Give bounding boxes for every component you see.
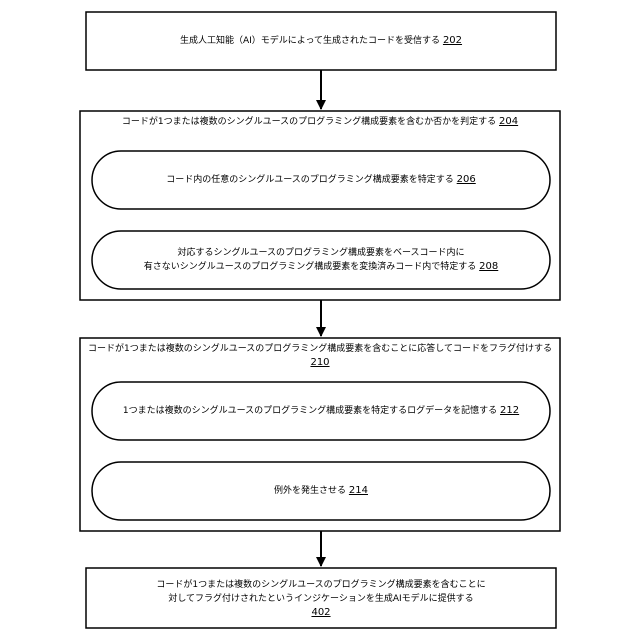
step-210-text: コードが1つまたは複数のシングルユースのプログラミング構成要素を含むことに応答し…: [80, 342, 560, 356]
step-214-label: 例外を発生させる 214: [92, 484, 550, 498]
step-212-text: 1つまたは複数のシングルユースのプログラミング構成要素を特定するログデータを記憶…: [123, 406, 497, 416]
step-208-label: 対応するシングルユースのプログラミング構成要素をベースコード内に 有さないシング…: [92, 246, 550, 274]
step-204-label: コードが1つまたは複数のシングルユースのプログラミング構成要素を含むか否かを判定…: [80, 115, 560, 129]
step-208-line2: 有さないシングルユースのプログラミング構成要素を変換済みコード内で特定する: [144, 262, 477, 272]
step-402-ref: 402: [86, 606, 556, 620]
step-210-ref: 210: [80, 356, 560, 370]
step-208-ref: 208: [479, 261, 498, 272]
step-214-text: 例外を発生させる: [274, 486, 346, 496]
step-206-ref: 206: [457, 174, 476, 185]
step-202-label: 生成人工知能（AI）モデルによって生成されたコードを受信する 202: [86, 34, 556, 48]
step-202-ref: 202: [443, 35, 462, 46]
step-402-line1: コードが1つまたは複数のシングルユースのプログラミング構成要素を含むことに: [86, 578, 556, 592]
step-212-ref: 212: [500, 405, 519, 416]
step-202-text: 生成人工知能（AI）モデルによって生成されたコードを受信する: [180, 36, 440, 46]
step-402-label: コードが1つまたは複数のシングルユースのプログラミング構成要素を含むことに 対し…: [86, 578, 556, 620]
step-206-text: コード内の任意のシングルユースのプログラミング構成要素を特定する: [166, 175, 454, 185]
step-402-line2: 対してフラグ付けされたというインジケーションを生成AIモデルに提供する: [86, 592, 556, 606]
step-208-line1: 対応するシングルユースのプログラミング構成要素をベースコード内に: [92, 246, 550, 260]
step-212-label: 1つまたは複数のシングルユースのプログラミング構成要素を特定するログデータを記憶…: [92, 404, 550, 418]
step-210-label: コードが1つまたは複数のシングルユースのプログラミング構成要素を含むことに応答し…: [80, 342, 560, 370]
step-204-text: コードが1つまたは複数のシングルユースのプログラミング構成要素を含むか否かを判定…: [122, 117, 496, 127]
step-206-label: コード内の任意のシングルユースのプログラミング構成要素を特定する 206: [92, 173, 550, 187]
step-204-ref: 204: [499, 116, 518, 127]
step-214-ref: 214: [349, 485, 368, 496]
